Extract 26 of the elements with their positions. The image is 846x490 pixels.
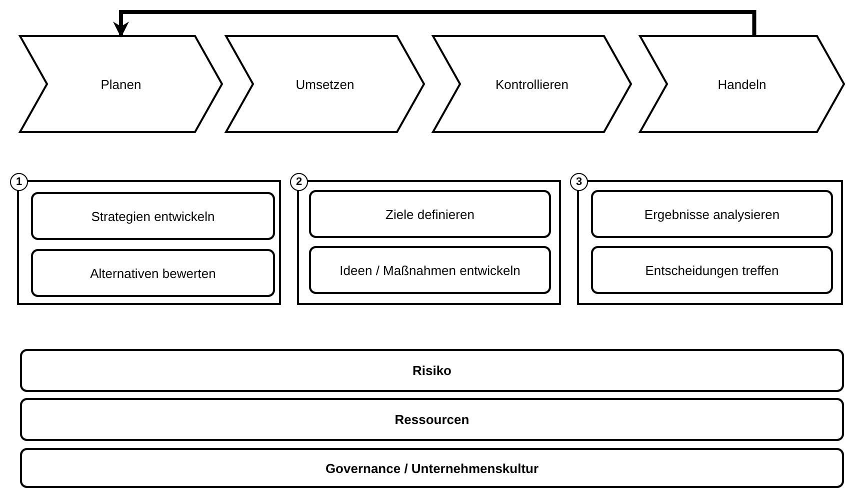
task-label: Ziele definieren: [386, 206, 474, 222]
task-label: Strategien entwickeln: [91, 208, 215, 224]
foundation-band: [20, 349, 844, 392]
task-box: [591, 190, 833, 238]
task-label: Entscheidungen treffen: [645, 262, 779, 278]
task-box: [31, 192, 275, 240]
step-label: Planen: [100, 76, 142, 92]
feedback-arrow: [113, 10, 756, 38]
band-label: Ressourcen: [394, 412, 470, 427]
task-box: [591, 246, 833, 294]
step-number: 1: [10, 173, 28, 191]
step-label: Handeln: [718, 76, 766, 92]
task-box: [309, 246, 551, 294]
foundation-band: [20, 398, 844, 441]
step-label: Umsetzen: [296, 76, 354, 92]
band-label: Risiko: [412, 363, 452, 378]
step-label: Kontrollieren: [496, 76, 568, 92]
task-label: Ergebnisse analysieren: [644, 206, 780, 222]
task-box: [31, 249, 275, 297]
task-label: Ideen / Maßnahmen entwickeln: [340, 262, 520, 278]
step-number: 3: [570, 173, 588, 191]
task-label: Alternativen bewerten: [90, 266, 216, 280]
foundation-band: [20, 448, 844, 488]
step-number: 2: [290, 173, 308, 191]
band-label: Governance / Unternehmenskultur: [325, 460, 539, 476]
task-box: [309, 190, 551, 238]
